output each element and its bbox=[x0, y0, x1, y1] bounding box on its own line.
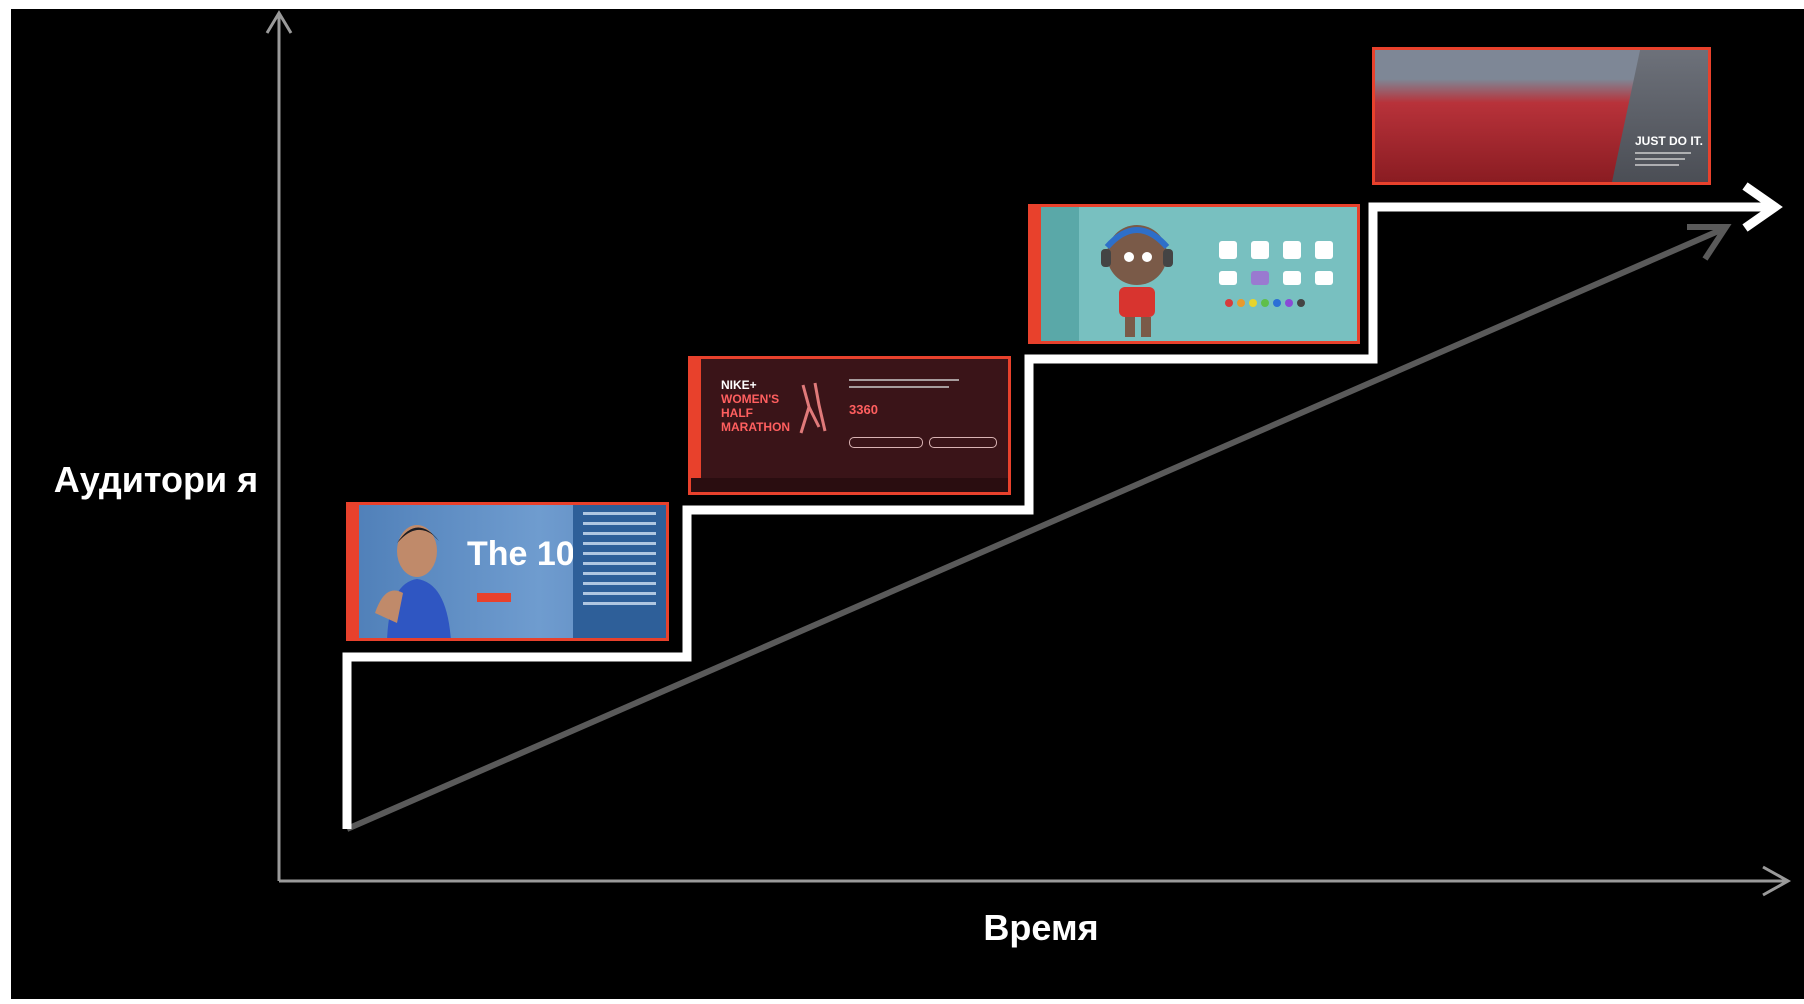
screenshot-half-marathon: NIKE+ WOMEN'S HALF MARATHON 3360 bbox=[688, 356, 1011, 495]
womens-label: WOMEN'S bbox=[721, 392, 780, 406]
pill-button bbox=[929, 437, 997, 448]
diagram-lines bbox=[265, 10, 1792, 897]
runner-portrait-icon bbox=[375, 525, 451, 638]
staircase-arrow bbox=[342, 202, 1771, 829]
runner-count: 3360 bbox=[849, 402, 878, 417]
x-axis-arrowhead bbox=[1762, 865, 1792, 897]
screenshot-the-10: The 10 bbox=[346, 502, 669, 641]
just-do-it-label: JUST DO IT. bbox=[1635, 134, 1704, 148]
card-edge bbox=[349, 505, 359, 638]
shirt-options-icon bbox=[1219, 241, 1333, 307]
road bbox=[1612, 50, 1708, 182]
y-axis-label: Аудитори я bbox=[53, 459, 259, 500]
half-label: HALF bbox=[721, 406, 753, 420]
runners-silhouette-icon bbox=[799, 382, 827, 434]
screenshot-avatar-builder bbox=[1028, 204, 1360, 344]
cartoon-avatar-icon bbox=[1101, 225, 1173, 337]
nike-plus-label: NIKE+ bbox=[721, 378, 757, 392]
staircase-arrowhead bbox=[1742, 182, 1783, 232]
trend-arrow bbox=[345, 226, 1725, 832]
the-10-logo: The 10 bbox=[467, 535, 575, 573]
footer-bar bbox=[691, 478, 1008, 492]
pill-button bbox=[849, 437, 923, 448]
option-panel bbox=[1041, 207, 1079, 341]
screenshot-crowd-runners: JUST DO IT. bbox=[1372, 47, 1711, 185]
card-edge bbox=[691, 359, 701, 492]
x-axis-label: Время bbox=[983, 907, 1099, 948]
card-edge bbox=[1031, 207, 1041, 341]
marathon-label: MARATHON bbox=[721, 420, 791, 434]
diagram-canvas: The 10 NIKE+ WOMEN'S HALF MARATHON 3360 bbox=[11, 9, 1804, 999]
y-axis-arrowhead bbox=[265, 10, 293, 34]
trend-arrowhead bbox=[1687, 224, 1732, 261]
track-list bbox=[573, 505, 666, 638]
cta-button bbox=[477, 593, 511, 602]
